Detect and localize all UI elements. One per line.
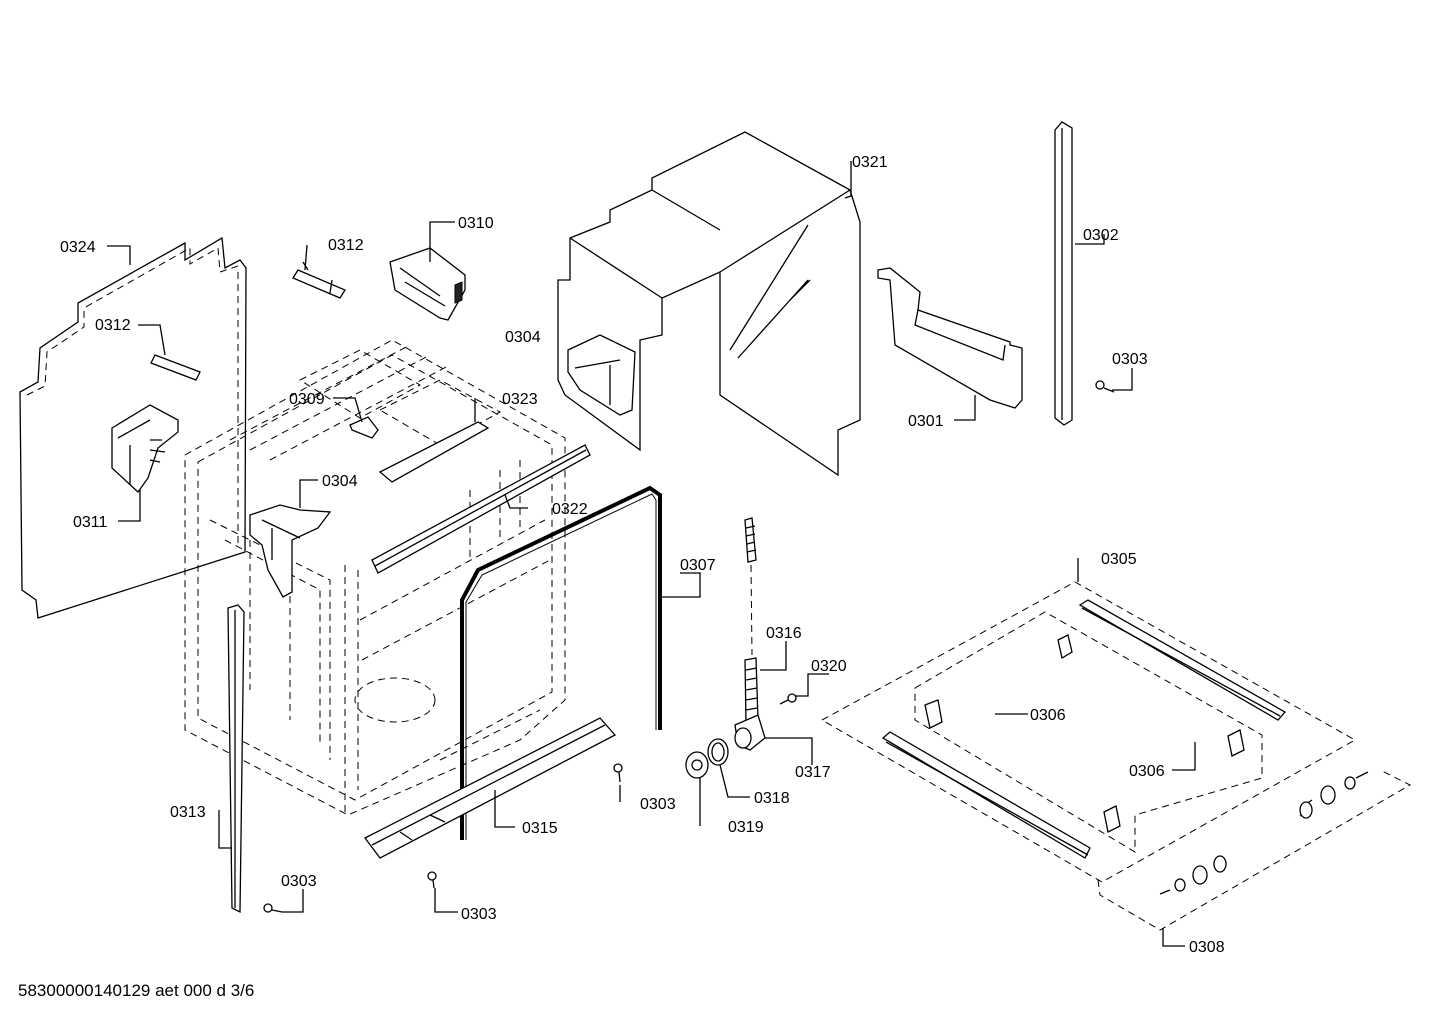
callout-0304-tub: 0304 xyxy=(322,473,358,490)
callout-0310: 0310 xyxy=(458,215,494,232)
part-side-strip xyxy=(227,604,245,914)
callout-0313: 0313 xyxy=(170,804,206,821)
document-id: 58300000140129 aet 000 d 3/6 xyxy=(18,981,255,1000)
callout-0301: 0301 xyxy=(908,413,944,430)
part-door-seal xyxy=(460,485,662,840)
callout-0312-upper: 0312 xyxy=(328,237,364,254)
callout-labels: 0324 0312 0312 0310 0311 0309 0323 0304 … xyxy=(60,154,1225,956)
part-base-bracket xyxy=(364,717,617,859)
part-connector-block xyxy=(389,247,466,321)
callout-0303-strip: 0303 xyxy=(1112,351,1148,368)
callout-0317: 0317 xyxy=(795,764,831,781)
part-adjuster-fittings xyxy=(1159,771,1369,895)
callout-0312-lower: 0312 xyxy=(95,317,131,334)
part-front-rail xyxy=(371,444,591,574)
part-threaded-rod xyxy=(744,517,759,723)
part-nut xyxy=(685,751,709,779)
callout-0322: 0322 xyxy=(552,501,588,518)
callout-0318: 0318 xyxy=(754,790,790,807)
callout-0319: 0319 xyxy=(728,819,764,836)
callout-0302: 0302 xyxy=(1083,227,1119,244)
callout-0303-center: 0303 xyxy=(640,796,676,813)
callout-0306-lower: 0306 xyxy=(1129,763,1165,780)
part-plinth-set-outline xyxy=(820,581,1412,931)
part-plinth-rail-upper xyxy=(1078,599,1287,721)
callout-0320: 0320 xyxy=(811,658,847,675)
part-insulation-cover xyxy=(557,131,861,477)
callout-0303-left: 0303 xyxy=(281,873,317,890)
callout-0306-upper: 0306 xyxy=(1030,707,1066,724)
part-plinth-clip xyxy=(924,634,1245,833)
part-ring xyxy=(707,738,729,766)
part-tub-outline xyxy=(184,339,566,816)
screw-icon xyxy=(779,693,797,705)
part-vertical-strip xyxy=(1054,121,1073,426)
callout-0304-cover: 0304 xyxy=(505,329,541,346)
callout-0308: 0308 xyxy=(1189,939,1225,956)
callout-0315: 0315 xyxy=(522,820,558,837)
screw-icon xyxy=(263,903,283,913)
callout-0316: 0316 xyxy=(766,625,802,642)
callout-0305: 0305 xyxy=(1101,551,1137,568)
callout-0311: 0311 xyxy=(73,514,108,531)
part-clip-lower xyxy=(150,354,201,381)
part-rear-bracket xyxy=(877,267,1023,409)
callout-0303-bottom: 0303 xyxy=(461,906,497,923)
part-plinth-rail-lower xyxy=(881,731,1091,859)
part-tub-side-bracket xyxy=(249,504,332,598)
callout-0323: 0323 xyxy=(502,391,538,408)
screw-icon xyxy=(1095,380,1115,393)
callout-0321: 0321 xyxy=(852,154,888,171)
part-tub-bracket xyxy=(349,416,379,439)
part-clip-block xyxy=(111,404,179,493)
part-elbow-fitting xyxy=(734,714,766,751)
part-clip-upper xyxy=(292,261,346,299)
part-top-strip xyxy=(378,421,490,483)
screw-icon xyxy=(427,871,437,889)
callout-0307: 0307 xyxy=(680,557,716,574)
callout-0309: 0309 xyxy=(289,391,325,408)
callout-leaders xyxy=(107,161,1196,947)
screw-icon xyxy=(613,763,623,783)
callout-0324: 0324 xyxy=(60,239,96,256)
